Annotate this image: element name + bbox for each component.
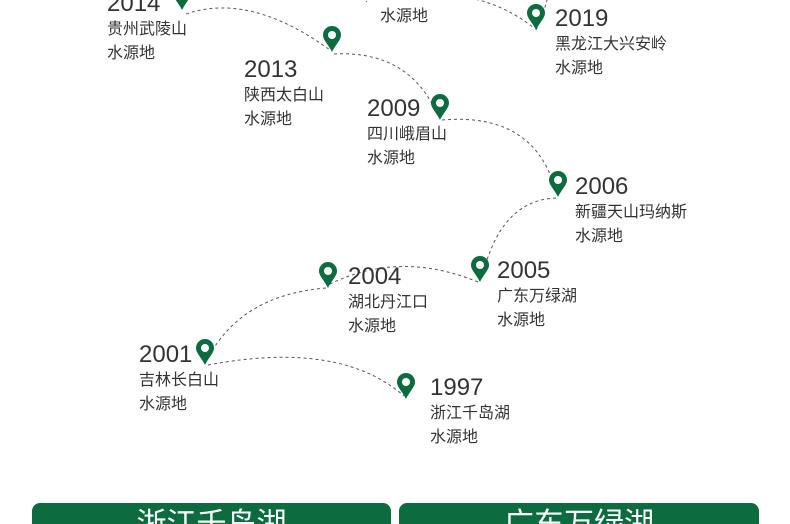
label: 水源地 bbox=[555, 58, 604, 77]
place: 黑龙江大兴安岭 bbox=[555, 34, 668, 53]
label: 水源地 bbox=[380, 6, 429, 25]
button-zhejiang-qiandaohu[interactable]: 浙江千岛湖 bbox=[32, 503, 391, 524]
timeline-item: 2001 吉林长白山水源地 bbox=[139, 342, 219, 416]
timeline-item: 河北雾灵山水源地 bbox=[380, 0, 460, 28]
place: 新疆天山玛纳斯 bbox=[575, 202, 688, 221]
year: 2019 bbox=[555, 5, 609, 32]
year: 2013 bbox=[244, 56, 298, 83]
year: 2005 bbox=[497, 257, 551, 284]
year: 2009 bbox=[367, 95, 421, 122]
place: 湖北丹江口 bbox=[348, 292, 429, 311]
place: 陕西太白山 bbox=[244, 85, 325, 104]
year: 2014 bbox=[107, 0, 161, 17]
timeline-item: 2019 黑龙江大兴安岭水源地 bbox=[555, 6, 667, 80]
place: 浙江千岛湖 bbox=[430, 403, 511, 422]
map-pin-icon bbox=[471, 256, 489, 282]
button-label: 浙江千岛湖 bbox=[137, 507, 287, 524]
button-label: 广东万绿湖 bbox=[504, 507, 654, 524]
label: 水源地 bbox=[348, 316, 397, 335]
timeline-item: 2009 四川峨眉山水源地 bbox=[367, 96, 447, 170]
label: 水源地 bbox=[430, 427, 479, 446]
map-pin-icon bbox=[549, 171, 567, 197]
timeline-item: 2004 湖北丹江口水源地 bbox=[348, 264, 428, 338]
place: 四川峨眉山 bbox=[367, 124, 448, 143]
year: 2006 bbox=[575, 173, 629, 200]
place: 河北雾灵山 bbox=[380, 0, 460, 4]
map-pin-icon bbox=[527, 4, 545, 30]
path-2004-2001 bbox=[206, 287, 327, 361]
map-pin-icon bbox=[175, 0, 189, 10]
place: 贵州武陵山 bbox=[107, 19, 188, 38]
map-pin-icon bbox=[397, 373, 415, 399]
timeline-item: 2014 贵州武陵山水源地 bbox=[107, 0, 187, 65]
label: 水源地 bbox=[139, 394, 188, 413]
timeline-item: 2013 陕西太白山水源地 bbox=[244, 57, 324, 131]
timeline-item: 2006 新疆天山玛纳斯水源地 bbox=[575, 174, 687, 248]
path-2014-2013 bbox=[185, 7, 331, 51]
timeline-item: 1997 浙江千岛湖水源地 bbox=[430, 375, 510, 449]
year: 2004 bbox=[348, 263, 402, 290]
path-2009-2006 bbox=[441, 118, 557, 193]
label: 水源地 bbox=[497, 310, 546, 329]
timeline-item: 2005 广东万绿湖水源地 bbox=[497, 258, 577, 332]
label: 水源地 bbox=[107, 43, 156, 62]
label: 水源地 bbox=[367, 148, 416, 167]
map-pin-icon bbox=[431, 94, 449, 120]
map-pin-icon bbox=[196, 339, 214, 365]
place: 吉林长白山 bbox=[139, 370, 220, 389]
map-pin-icon bbox=[319, 262, 337, 288]
path-hebei-2019 bbox=[476, 0, 535, 29]
button-guangdong-wanlvhu[interactable]: 广东万绿湖 bbox=[399, 503, 759, 524]
path-2001-1997 bbox=[207, 356, 405, 397]
place: 广东万绿湖 bbox=[497, 286, 578, 305]
year: 2001 bbox=[139, 341, 193, 368]
path-2005-2004 bbox=[329, 266, 479, 285]
label: 水源地 bbox=[244, 109, 293, 128]
year: 1997 bbox=[430, 374, 484, 401]
map-pin-icon bbox=[323, 26, 341, 52]
path-hebei-left bbox=[365, 0, 370, 3]
label: 水源地 bbox=[575, 226, 624, 245]
